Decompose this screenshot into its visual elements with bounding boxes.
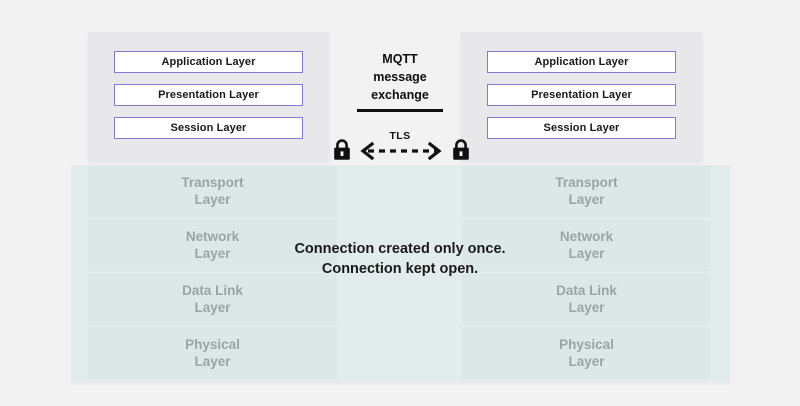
left-transport-layer-line1: Transport [181, 175, 244, 191]
padlock-icon [334, 139, 350, 160]
connection-caption-line2: Connection kept open. [321, 260, 479, 277]
left-session-layer-label: Session Layer [170, 122, 247, 134]
right-network-layer-block: Network Layer [462, 220, 711, 271]
mqtt-title-line1: MQTT [382, 52, 418, 66]
right-network-layer-line2: Layer [568, 245, 605, 261]
left-network-layer-block: Network Layer [88, 220, 337, 271]
right-session-layer-label: Session Layer [543, 122, 620, 134]
double-headed-dashed-arrow-icon [360, 141, 442, 161]
left-transport-layer-line2: Layer [194, 191, 231, 207]
left-data-link-layer-line1: Data Link [182, 283, 243, 299]
left-lower-stack: Transport Layer Network Layer Data Link … [88, 166, 337, 382]
connection-caption-line1: Connection created only once. [294, 241, 506, 257]
left-physical-layer-line2: Layer [194, 353, 231, 369]
right-application-layer-label: Application Layer [534, 56, 629, 68]
left-network-layer-line2: Layer [194, 245, 231, 261]
mqtt-title-underline [357, 109, 443, 112]
right-presentation-layer-label: Presentation Layer [531, 89, 632, 101]
right-presentation-layer-box: Presentation Layer [487, 84, 676, 106]
left-data-link-layer-block: Data Link Layer [88, 274, 337, 325]
right-data-link-layer-line2: Layer [568, 299, 605, 315]
tls-label: TLS [389, 130, 411, 142]
mqtt-exchange-title: MQTT message exchange [341, 50, 459, 104]
mqtt-title-line3: exchange [371, 88, 429, 103]
left-session-layer-box: Session Layer [114, 117, 303, 139]
right-data-link-layer-line1: Data Link [556, 283, 617, 299]
left-presentation-layer-box: Presentation Layer [114, 84, 303, 106]
left-application-layer-label: Application Layer [161, 56, 256, 68]
connection-caption: Connection created only once. Connection… [240, 240, 560, 279]
right-physical-layer-line2: Layer [568, 353, 605, 369]
left-presentation-layer-label: Presentation Layer [158, 89, 259, 101]
right-upper-panel: Application Layer Presentation Layer Ses… [461, 32, 702, 161]
right-application-layer-box: Application Layer [487, 51, 676, 73]
right-transport-layer-block: Transport Layer [462, 166, 711, 217]
right-transport-layer-line1: Transport [555, 175, 618, 191]
left-physical-layer-line1: Physical [185, 337, 240, 353]
left-transport-layer-block: Transport Layer [88, 166, 337, 217]
right-data-link-layer-block: Data Link Layer [462, 274, 711, 325]
left-upper-panel: Application Layer Presentation Layer Ses… [88, 32, 329, 161]
left-application-layer-box: Application Layer [114, 51, 303, 73]
right-lower-stack: Transport Layer Network Layer Data Link … [462, 166, 711, 382]
right-physical-layer-block: Physical Layer [462, 328, 711, 379]
padlock-icon [453, 139, 469, 160]
left-network-layer-line1: Network [185, 229, 240, 245]
left-physical-layer-block: Physical Layer [88, 328, 337, 379]
right-physical-layer-line1: Physical [559, 337, 614, 353]
left-data-link-layer-line2: Layer [194, 299, 231, 315]
mqtt-title-line2: message [373, 70, 427, 85]
right-transport-layer-line2: Layer [568, 191, 605, 207]
right-session-layer-box: Session Layer [487, 117, 676, 139]
right-network-layer-line1: Network [559, 229, 614, 245]
